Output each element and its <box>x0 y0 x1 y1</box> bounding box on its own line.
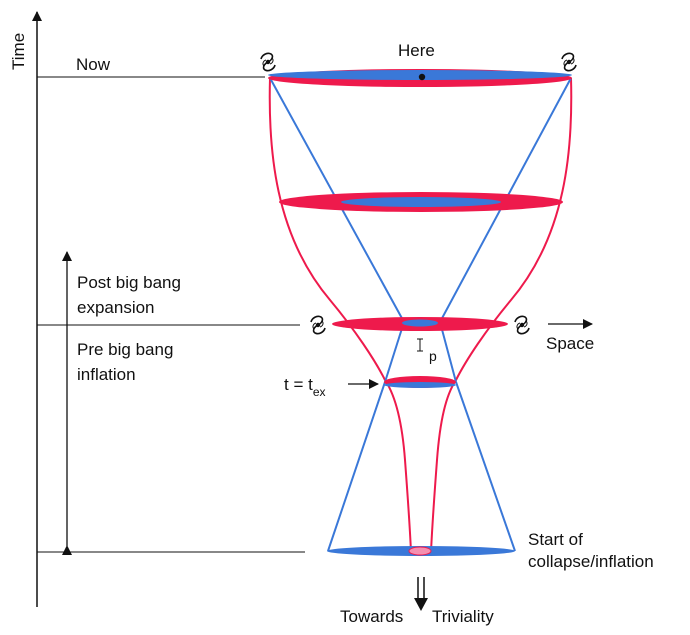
galaxy-icon <box>561 52 577 72</box>
tex-disc-blue <box>384 382 456 388</box>
planck-subscript: p <box>429 348 437 364</box>
start-disc-pink <box>408 546 432 556</box>
blue-cone-left-lower <box>327 381 386 552</box>
here-point <box>418 73 426 81</box>
time-axis-label: Time <box>9 33 28 70</box>
pre-bigbang-label-2: inflation <box>77 365 136 384</box>
post-bigbang-label-1: Post big bang <box>77 273 181 292</box>
start-label-2: collapse/inflation <box>528 552 654 571</box>
galaxy-icon <box>514 315 530 335</box>
blue-cone-right-lower <box>455 381 516 552</box>
pre-bigbang-label-1: Pre big bang <box>77 340 173 359</box>
post-bigbang-label-2: expansion <box>77 298 155 317</box>
bigbang-disc-blue <box>402 319 438 327</box>
galaxy-icon <box>310 315 326 335</box>
triviality-arrow-head <box>414 598 428 611</box>
start-label-1: Start of <box>528 530 583 549</box>
blue-neck-left <box>384 321 405 383</box>
blue-neck-right <box>439 321 457 383</box>
red-worldline-left <box>268 77 412 553</box>
triviality-label: Triviality <box>432 607 494 626</box>
red-worldline-right <box>430 77 573 553</box>
now-label: Now <box>76 55 111 74</box>
mid-disc-blue <box>341 197 501 207</box>
here-label: Here <box>398 41 435 60</box>
space-label: Space <box>546 334 594 353</box>
galaxy-icon <box>260 52 276 72</box>
towards-label: Towards <box>340 607 403 626</box>
tex-label: t = tex <box>284 375 326 399</box>
